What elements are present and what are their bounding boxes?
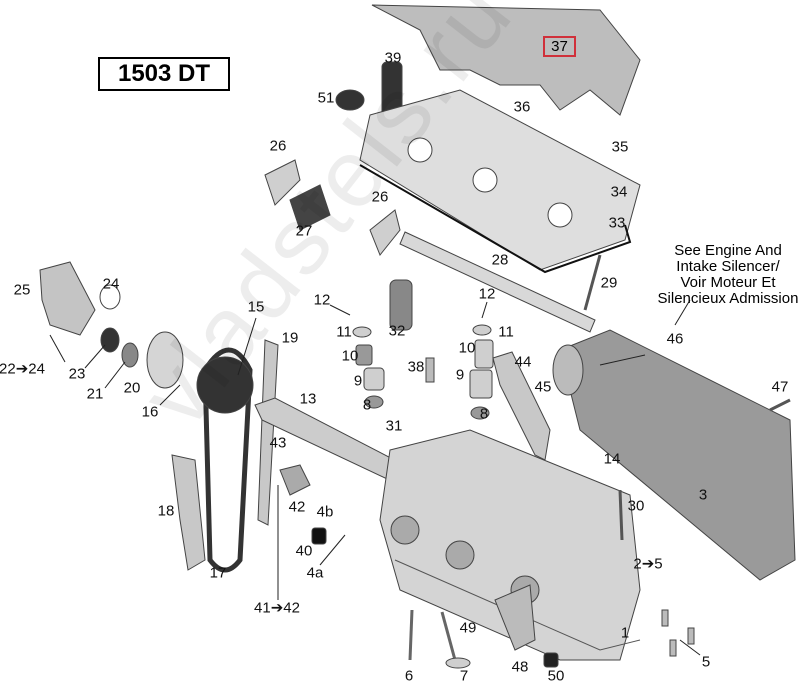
callout[interactable]: 28 — [491, 251, 509, 269]
callout[interactable]: 45 — [534, 378, 552, 396]
callout[interactable]: 10 — [458, 339, 476, 357]
callout[interactable]: 31 — [385, 417, 403, 435]
intake-manifold-part — [559, 329, 796, 581]
callout[interactable]: 47 — [771, 378, 789, 396]
callout[interactable]: 20 — [123, 379, 141, 397]
note-line: Intake Silencer/ — [676, 258, 780, 275]
callout[interactable]: 48 — [511, 658, 529, 676]
callout[interactable]: 3 — [698, 486, 708, 504]
callout[interactable]: 32 — [388, 322, 406, 340]
callout[interactable]: 9 — [353, 372, 363, 390]
callout[interactable]: 43 — [269, 434, 287, 452]
callout[interactable]: 27 — [295, 222, 313, 240]
callout[interactable]: 17 — [209, 564, 227, 582]
callout[interactable]: 21 — [86, 385, 104, 403]
rocker-arm-part — [264, 159, 301, 206]
callout[interactable]: 1 — [620, 624, 630, 642]
callout[interactable]: 39 — [384, 49, 402, 67]
timing-chain-part — [202, 347, 253, 573]
diagram-title: 1503 DT — [98, 57, 230, 91]
callout[interactable]: 51 — [317, 89, 335, 107]
callout[interactable]: 9 — [455, 366, 465, 384]
spark-plug-tube-part — [389, 279, 413, 331]
callout[interactable]: 6 — [404, 667, 414, 683]
callout[interactable]: 46 — [666, 330, 684, 348]
callout[interactable]: 35 — [611, 138, 629, 156]
callout[interactable]: 26 — [269, 137, 287, 155]
rocker-arm-part — [289, 184, 331, 231]
callout[interactable]: 36 — [513, 98, 531, 116]
callout[interactable]: 49 — [459, 619, 477, 637]
engine-cover-part — [371, 4, 641, 116]
rocker-shaft-part — [399, 231, 596, 333]
callout[interactable]: 12 — [478, 285, 496, 303]
callout[interactable]: 16 — [141, 403, 159, 421]
note-line: Silencieux Admission — [657, 290, 799, 307]
callout[interactable]: 14 — [603, 450, 621, 468]
gasket-part — [359, 164, 632, 274]
callout[interactable]: 11 — [336, 323, 352, 341]
callout[interactable]: 15 — [247, 298, 265, 316]
note-line: See Engine And — [674, 242, 782, 259]
highlighted-callout[interactable]: 37 — [543, 36, 576, 57]
callout[interactable]: 2➔5 — [633, 555, 663, 573]
chain-guide-part — [171, 454, 206, 571]
thermostat-housing-part — [39, 261, 96, 336]
callout[interactable]: 22➔24 — [0, 360, 45, 378]
callout[interactable]: 4b — [316, 503, 334, 521]
valve-cover-part — [359, 89, 641, 271]
callout[interactable]: 18 — [157, 502, 175, 520]
callout[interactable]: 33 — [608, 214, 626, 232]
callout[interactable]: 40 — [295, 542, 313, 560]
callout[interactable]: 25 — [13, 281, 31, 299]
cylinder-head-part — [379, 429, 641, 661]
callout[interactable]: 8 — [479, 405, 489, 423]
callout[interactable]: 30 — [627, 497, 645, 515]
callout[interactable]: 34 — [610, 183, 628, 201]
callout[interactable]: 44 — [514, 353, 532, 371]
callout[interactable]: 11 — [498, 323, 514, 341]
callout[interactable]: 26 — [371, 188, 389, 206]
note-line: Voir Moteur Et — [680, 274, 776, 291]
callout[interactable]: 29 — [600, 274, 618, 292]
rocker-arm-part — [369, 209, 401, 256]
callout[interactable]: 5 — [701, 653, 711, 671]
cross-reference-note[interactable]: See Engine And Intake Silencer/ Voir Mot… — [658, 243, 799, 307]
callout[interactable]: 19 — [281, 329, 299, 347]
callout[interactable]: 8 — [362, 396, 372, 414]
callout[interactable]: 42 — [288, 498, 306, 516]
grommet-part — [335, 89, 365, 111]
chain-guide-part — [257, 339, 279, 526]
callout[interactable]: 10 — [341, 347, 359, 365]
callout[interactable]: 23 — [68, 365, 86, 383]
callout[interactable]: 38 — [407, 358, 425, 376]
callout[interactable]: 24 — [102, 275, 120, 293]
callout[interactable]: 7 — [459, 667, 469, 683]
callout[interactable]: 12 — [313, 291, 331, 309]
leader-lines — [49, 299, 701, 656]
callout[interactable]: 50 — [547, 667, 565, 683]
callout[interactable]: 41➔42 — [254, 599, 300, 617]
callout[interactable]: 4a — [306, 564, 324, 582]
callout[interactable]: 13 — [299, 390, 317, 408]
